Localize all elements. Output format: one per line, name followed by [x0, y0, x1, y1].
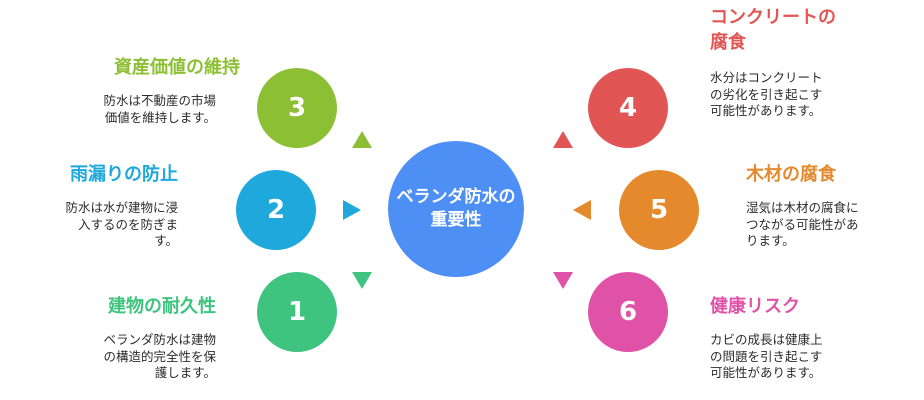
arrow-1-icon	[352, 272, 372, 289]
item-2-title: 雨漏りの防止	[70, 164, 178, 185]
item-4-circle: 4	[588, 68, 668, 148]
item-2-circle: 2	[236, 170, 316, 250]
arrow-4-icon	[553, 131, 573, 148]
item-4-description: 水分はコンクリート の劣化を引き起こす 可能性があります。	[710, 70, 823, 118]
item-6-description: カビの成長は健康上 の問題を引き起こす 可能性があります。	[710, 332, 823, 380]
item-3-description: 防水は不動産の市場 価値を維持します。	[103, 93, 216, 125]
item-1-title: 建物の耐久性	[108, 296, 216, 317]
item-6-title: 健康リスク	[710, 296, 800, 317]
item-4-title-line2: 腐食	[710, 32, 746, 53]
item-4-title-line1: コンクリートの	[710, 7, 836, 28]
item-4-number: 4	[618, 93, 638, 123]
item-1-circle: 1	[257, 272, 337, 352]
item-1-number: 1	[287, 297, 307, 327]
item-3-circle: 3	[257, 68, 337, 148]
item-5-title: 木材の腐食	[746, 164, 836, 185]
center-title-line2: 重要性	[430, 210, 482, 230]
item-6-number: 6	[618, 297, 638, 327]
item-3-title: 資産価値の維持	[114, 57, 240, 78]
arrow-3-icon	[352, 131, 372, 148]
item-5-circle: 5	[619, 170, 699, 250]
center-circle: ベランダ防水の 重要性	[388, 141, 524, 277]
item-5-number: 5	[649, 195, 669, 225]
item-5-description: 湿気は木材の腐食に つながる可能性があ ります。	[746, 200, 859, 248]
item-1-description: ベランダ防水は建物 の構造的完全性を保 護します。	[103, 332, 216, 380]
arrow-5-icon	[573, 200, 591, 220]
arrow-2-icon	[343, 200, 361, 220]
item-3-number: 3	[287, 93, 307, 123]
item-6-circle: 6	[588, 272, 668, 352]
item-2-description: 防水は水が建物に浸 入するのを防ぎま す。	[65, 200, 178, 248]
center-title-line1: ベランダ防水の	[396, 187, 516, 207]
item-2-number: 2	[266, 195, 286, 225]
arrow-6-icon	[553, 272, 573, 289]
